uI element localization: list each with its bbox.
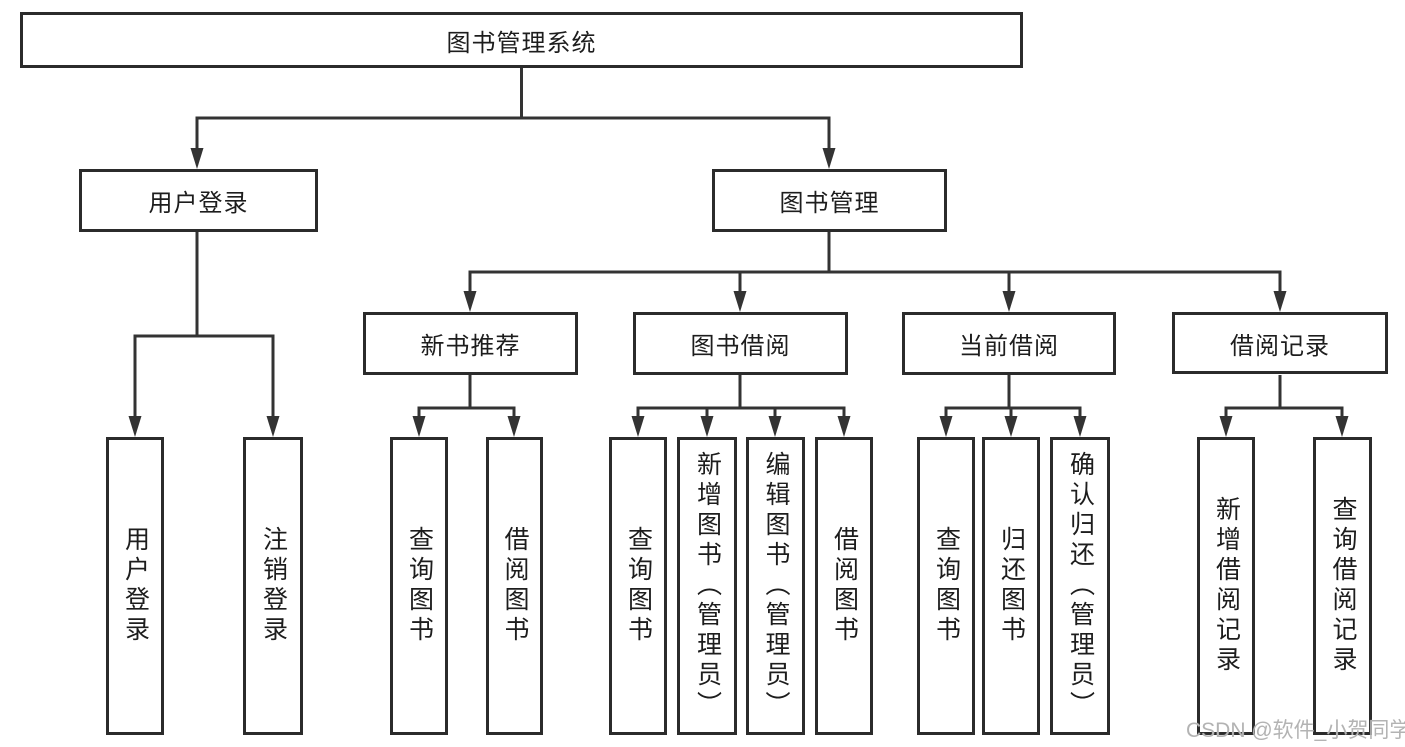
leaf-add-books-admin: 新增图书（管理员） [677, 437, 737, 735]
leaf-query-books: 查询图书 [917, 437, 975, 735]
leaf-user-login: 用户登录 [106, 437, 164, 735]
leaf-confirm-return-admin: 确认归还（管理员） [1050, 437, 1110, 735]
node-current-borrowing: 当前借阅 [902, 312, 1116, 375]
node-book-borrowing: 图书借阅 [633, 312, 848, 375]
watermark: CSDN @软件_小贺同学 [1186, 719, 1405, 742]
node-book-management: 图书管理 [712, 169, 947, 232]
leaf-return-books: 归还图书 [982, 437, 1040, 735]
leaf-edit-books-admin: 编辑图书（管理员） [746, 437, 805, 735]
node-user-login: 用户登录 [79, 169, 318, 232]
leaf-query-books: 查询图书 [390, 437, 448, 735]
leaf-query-books: 查询图书 [609, 437, 667, 735]
node-library-system: 图书管理系统 [20, 12, 1023, 68]
leaf-borrow-books: 借阅图书 [815, 437, 873, 735]
leaf-query-borrow-record: 查询借阅记录 [1313, 437, 1372, 735]
node-new-book-recommend: 新书推荐 [363, 312, 578, 375]
leaf-add-borrow-record: 新增借阅记录 [1197, 437, 1255, 735]
leaf-logout: 注销登录 [243, 437, 303, 735]
node-borrow-records: 借阅记录 [1172, 312, 1388, 374]
leaf-borrow-books: 借阅图书 [486, 437, 543, 735]
